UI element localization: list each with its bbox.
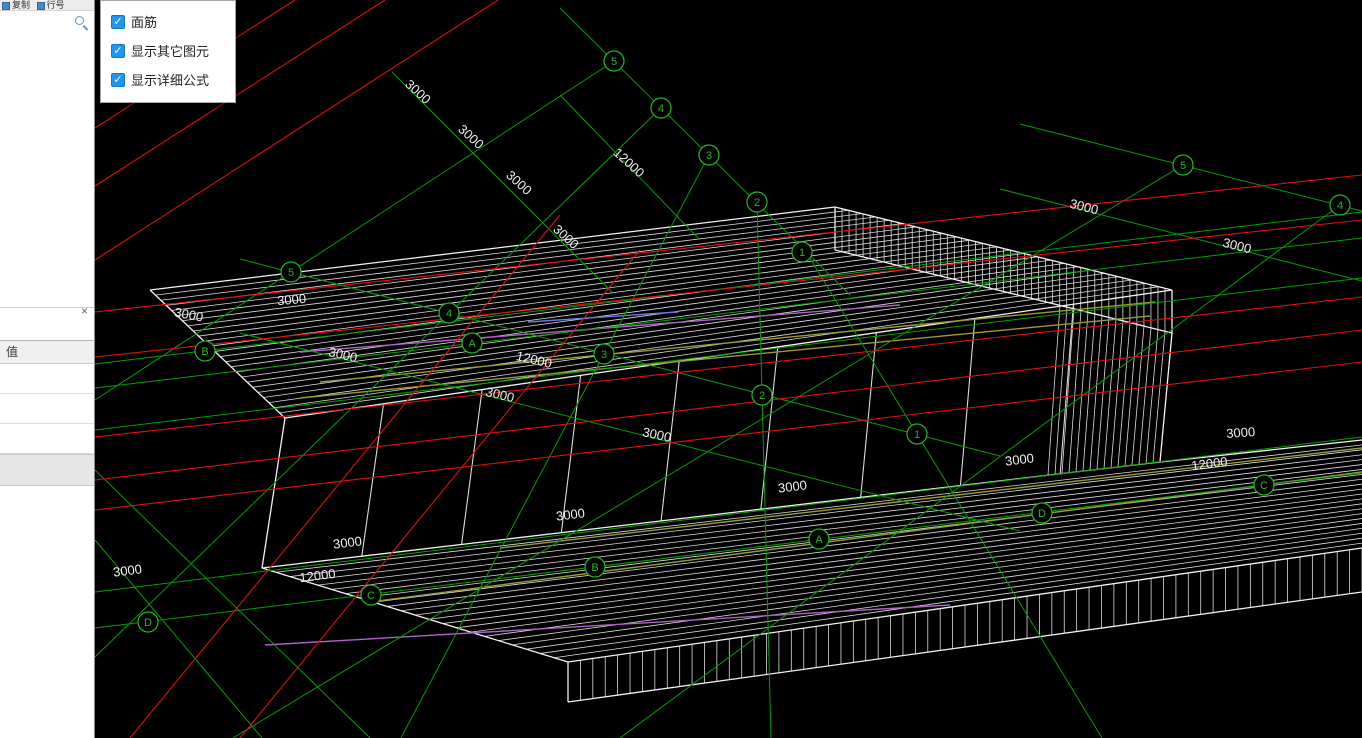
toolbar-copy-button[interactable]: 复制 [2, 0, 31, 10]
dimension-label: 3000 [1226, 424, 1256, 441]
grid-bubble: A [461, 332, 483, 354]
svg-text:A: A [815, 534, 823, 546]
search-glass-icon [75, 16, 84, 25]
panel-close-button[interactable]: × [80, 304, 88, 318]
axis-red-lines [94, 0, 1362, 738]
dimension-label: 3000 [173, 304, 204, 324]
table-row[interactable] [0, 364, 94, 394]
grid-bubble: C [360, 584, 382, 606]
toolbar-rownumber-button[interactable]: 行号 [36, 0, 65, 10]
svg-text:4: 4 [1337, 200, 1343, 212]
option-label: 显示详细公式 [131, 73, 210, 88]
grid-bubble: D [1031, 502, 1053, 524]
svg-text:D: D [1038, 508, 1046, 520]
dimension-label: 3000 [277, 291, 307, 308]
copy-icon [2, 1, 10, 10]
grid-bubble: 1 [906, 423, 928, 445]
checkbox-checked-icon[interactable]: ✓ [111, 43, 125, 58]
grid-bubble: 5 [603, 50, 625, 72]
svg-text:3: 3 [601, 349, 607, 361]
table-row[interactable] [0, 424, 94, 454]
panel-divider [0, 307, 94, 308]
svg-text:B: B [591, 562, 598, 574]
dimension-label: 3000 [1221, 235, 1253, 257]
left-panel: 复制 行号 × 值 [0, 0, 95, 738]
svg-text:3: 3 [706, 150, 712, 162]
checkbox-checked-icon[interactable]: ✓ [111, 14, 125, 29]
grid-bubble: A [808, 528, 830, 550]
dimension-label: 3000 [1068, 196, 1100, 218]
table-row-selected[interactable] [0, 454, 94, 486]
toolbar-rownumber-label: 行号 [46, 0, 65, 10]
dimension-label: 3000 [555, 505, 586, 523]
dimension-label: 3000 [332, 533, 363, 551]
svg-text:4: 4 [446, 308, 452, 320]
option-label: 显示其它图元 [131, 44, 210, 59]
grid-bubble: 2 [746, 191, 768, 213]
svg-text:5: 5 [1180, 160, 1186, 172]
top-toolbar: 复制 行号 [0, 0, 94, 11]
value-table: 值 [0, 340, 94, 486]
dimension-label: 3000 [484, 384, 516, 405]
checkbox-checked-icon[interactable]: ✓ [111, 72, 125, 87]
svg-text:B: B [201, 346, 208, 358]
svg-text:5: 5 [611, 56, 617, 68]
dimension-label: 3000 [327, 344, 359, 365]
row-number-icon [36, 1, 45, 10]
option-show-detailed-formula[interactable]: ✓ 显示详细公式 [101, 65, 235, 94]
search-icon[interactable] [74, 15, 89, 31]
grid-bubble: B [194, 340, 216, 362]
grid-bubble: 4 [438, 302, 460, 324]
svg-text:1: 1 [799, 247, 805, 259]
grid-bubble: 2 [751, 384, 773, 406]
svg-text:2: 2 [759, 390, 765, 402]
table-row[interactable] [0, 394, 94, 424]
grid-bubble: D [137, 611, 159, 633]
svg-text:A: A [468, 338, 476, 350]
svg-text:1: 1 [914, 429, 920, 441]
grid-bubble: 4 [1329, 194, 1351, 216]
svg-text:D: D [144, 617, 152, 629]
grid-bubble: C [1253, 474, 1275, 496]
svg-text:C: C [367, 590, 375, 602]
dimension-label: 12000 [299, 566, 337, 585]
dimension-label: 3000 [641, 424, 672, 445]
search-handle-icon [82, 25, 89, 31]
dimension-label: 3000 [1004, 450, 1035, 468]
dimension-label: 3000 [112, 561, 143, 579]
svg-text:C: C [1260, 480, 1268, 492]
option-show-other-elements[interactable]: ✓ 显示其它图元 [101, 36, 235, 65]
option-label: 面筋 [131, 15, 158, 30]
display-options-popup: ✓ 面筋 ✓ 显示其它图元 ✓ 显示详细公式 [100, 0, 236, 103]
svg-text:5: 5 [288, 267, 294, 279]
grid-bubble: 5 [280, 261, 302, 283]
rebar-blue-lines [527, 311, 679, 323]
grid-bubble: 5 [1172, 154, 1194, 176]
grid-bubble: 1 [791, 241, 813, 263]
dimension-label: 12000 [1191, 454, 1229, 473]
grid-bubble: 3 [698, 144, 720, 166]
toolbar-copy-label: 复制 [12, 0, 31, 10]
grid-bubble: B [584, 556, 606, 578]
option-top-rebar[interactable]: ✓ 面筋 [101, 7, 235, 36]
value-column-header: 值 [0, 340, 94, 364]
grid-bubble: 3 [593, 343, 615, 365]
svg-text:4: 4 [658, 103, 664, 115]
grid-bubble: 4 [650, 97, 672, 119]
slab-rebar-hatch [155, 207, 1362, 702]
svg-text:2: 2 [754, 197, 760, 209]
dimension-label: 3000 [777, 477, 808, 495]
